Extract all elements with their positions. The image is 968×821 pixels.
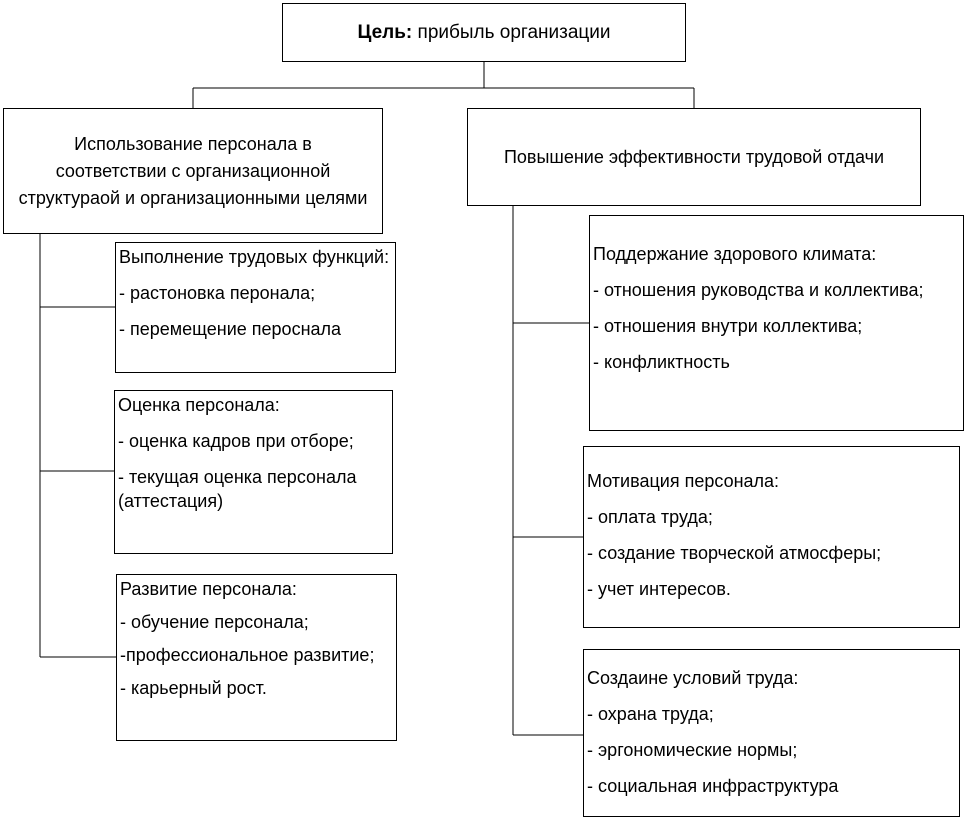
box-title: Развитие персонала: xyxy=(120,579,297,599)
list-item: - оплата труда; xyxy=(587,507,713,527)
list-item: - растоновка перонала; xyxy=(119,283,316,303)
box-title: Мотивация персонала: xyxy=(587,471,780,491)
personnel-assessment-box: Оценка персонала: - оценка кадров при от… xyxy=(114,390,393,554)
right-header-text: Повышение эффективности трудовой отдачи xyxy=(503,146,885,167)
list-item: - отношения внутри коллектива; xyxy=(593,316,863,336)
right-header-box: Повышение эффективности трудовой отдачи xyxy=(467,108,921,206)
list-item: - карьерный рост. xyxy=(120,678,267,698)
list-item: - обучение персонала; xyxy=(120,612,309,632)
list-item: - создание творческой атмосферы; xyxy=(587,543,882,563)
box-title: Поддержание здорового климата: xyxy=(593,244,877,264)
list-item: - учет интересов. xyxy=(587,579,731,599)
goal-box: Цель: прибыль организации xyxy=(282,3,686,62)
list-item: - охрана труда; xyxy=(587,704,714,724)
healthy-climate-box: Поддержание здорового климата: - отношен… xyxy=(589,215,964,431)
working-conditions-box: Создаине условий труда: - охрана труда; … xyxy=(583,649,960,817)
labor-functions-box: Выполнение трудовых функций: - растоновк… xyxy=(115,242,396,373)
box-title: Выполнение трудовых функций: xyxy=(119,247,390,267)
motivation-box: Мотивация персонала: - оплата труда; - с… xyxy=(583,446,960,628)
list-item: - оценка кадров при отборе; xyxy=(118,431,354,451)
goal-prefix: Цель: xyxy=(357,21,413,43)
list-item: - перемещение пероснала xyxy=(119,319,342,339)
box-title: Создаине условий труда: xyxy=(587,668,799,688)
left-header-text: Использование персонала в соответствии с… xyxy=(18,133,368,208)
left-header-box: Использование персонала в соответствии с… xyxy=(3,108,383,234)
box-title: Оценка персонала: xyxy=(118,395,280,415)
list-item: - эргономические нормы; xyxy=(587,740,798,760)
list-item: - отношения руководства и коллектива; xyxy=(593,280,924,300)
list-item: - текущая оценка персонала (аттестация) xyxy=(118,467,357,511)
list-item: -профессиональное развитие; xyxy=(120,645,375,665)
list-item: - социальная инфраструктура xyxy=(587,776,839,796)
goal-text: прибыль организации xyxy=(417,21,611,43)
list-item: - конфликтность xyxy=(593,352,730,372)
personnel-development-box: Развитие персонала: - обучение персонала… xyxy=(116,574,397,741)
